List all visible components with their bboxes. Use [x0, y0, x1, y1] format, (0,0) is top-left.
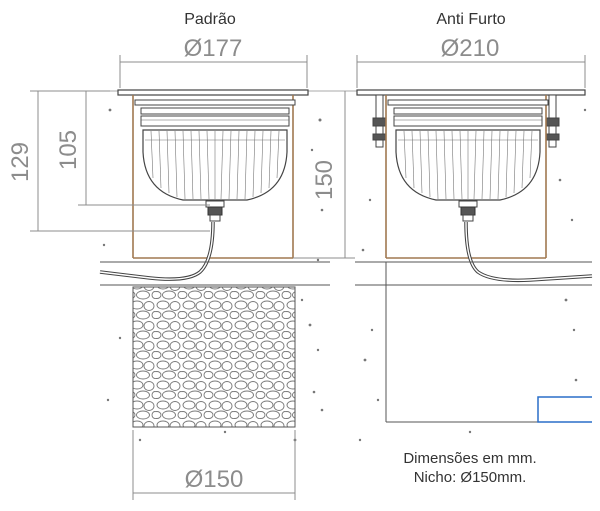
standard-flange: [117, 89, 309, 96]
anti-theft-clamp-left: [372, 94, 387, 148]
body-height-label: 105: [55, 130, 82, 170]
anti-theft-cable: [464, 221, 593, 283]
niche-depth-label: 150: [311, 160, 338, 200]
standard-title: Padrão: [184, 11, 236, 28]
standard-height-dimension-lines: [30, 90, 355, 259]
standard-diameter-label: Ø177: [184, 35, 243, 62]
anti-theft-soil-speckles: [358, 108, 587, 442]
anti-theft-variant: Anti Furto Ø210: [355, 11, 593, 442]
standard-gravel-drain: [132, 286, 296, 428]
niche-note: Nicho: Ø150mm.: [413, 469, 527, 486]
units-note: Dimensões em mm.: [403, 450, 537, 467]
anti-theft-diameter-dimension-line: [356, 55, 586, 88]
anti-theft-luminaire: [387, 99, 549, 222]
standard-variant: Padrão Ø177: [7, 11, 385, 500]
niche-diameter-dimension-line: [132, 430, 296, 500]
niche-diameter-label: Ø150: [185, 466, 244, 493]
anti-theft-diameter-label: Ø210: [441, 35, 500, 62]
standard-diameter-dimension-line: [119, 55, 308, 88]
blue-accent-outline: [537, 396, 592, 423]
anti-theft-niche-walls: [385, 95, 547, 259]
dimension-notes: Dimensões em mm. Nicho: Ø150mm.: [360, 449, 580, 487]
anti-theft-flange: [356, 89, 586, 96]
anti-theft-title: Anti Furto: [436, 11, 505, 28]
total-height-label: 129: [7, 142, 34, 182]
standard-soil-speckles: [102, 108, 324, 442]
